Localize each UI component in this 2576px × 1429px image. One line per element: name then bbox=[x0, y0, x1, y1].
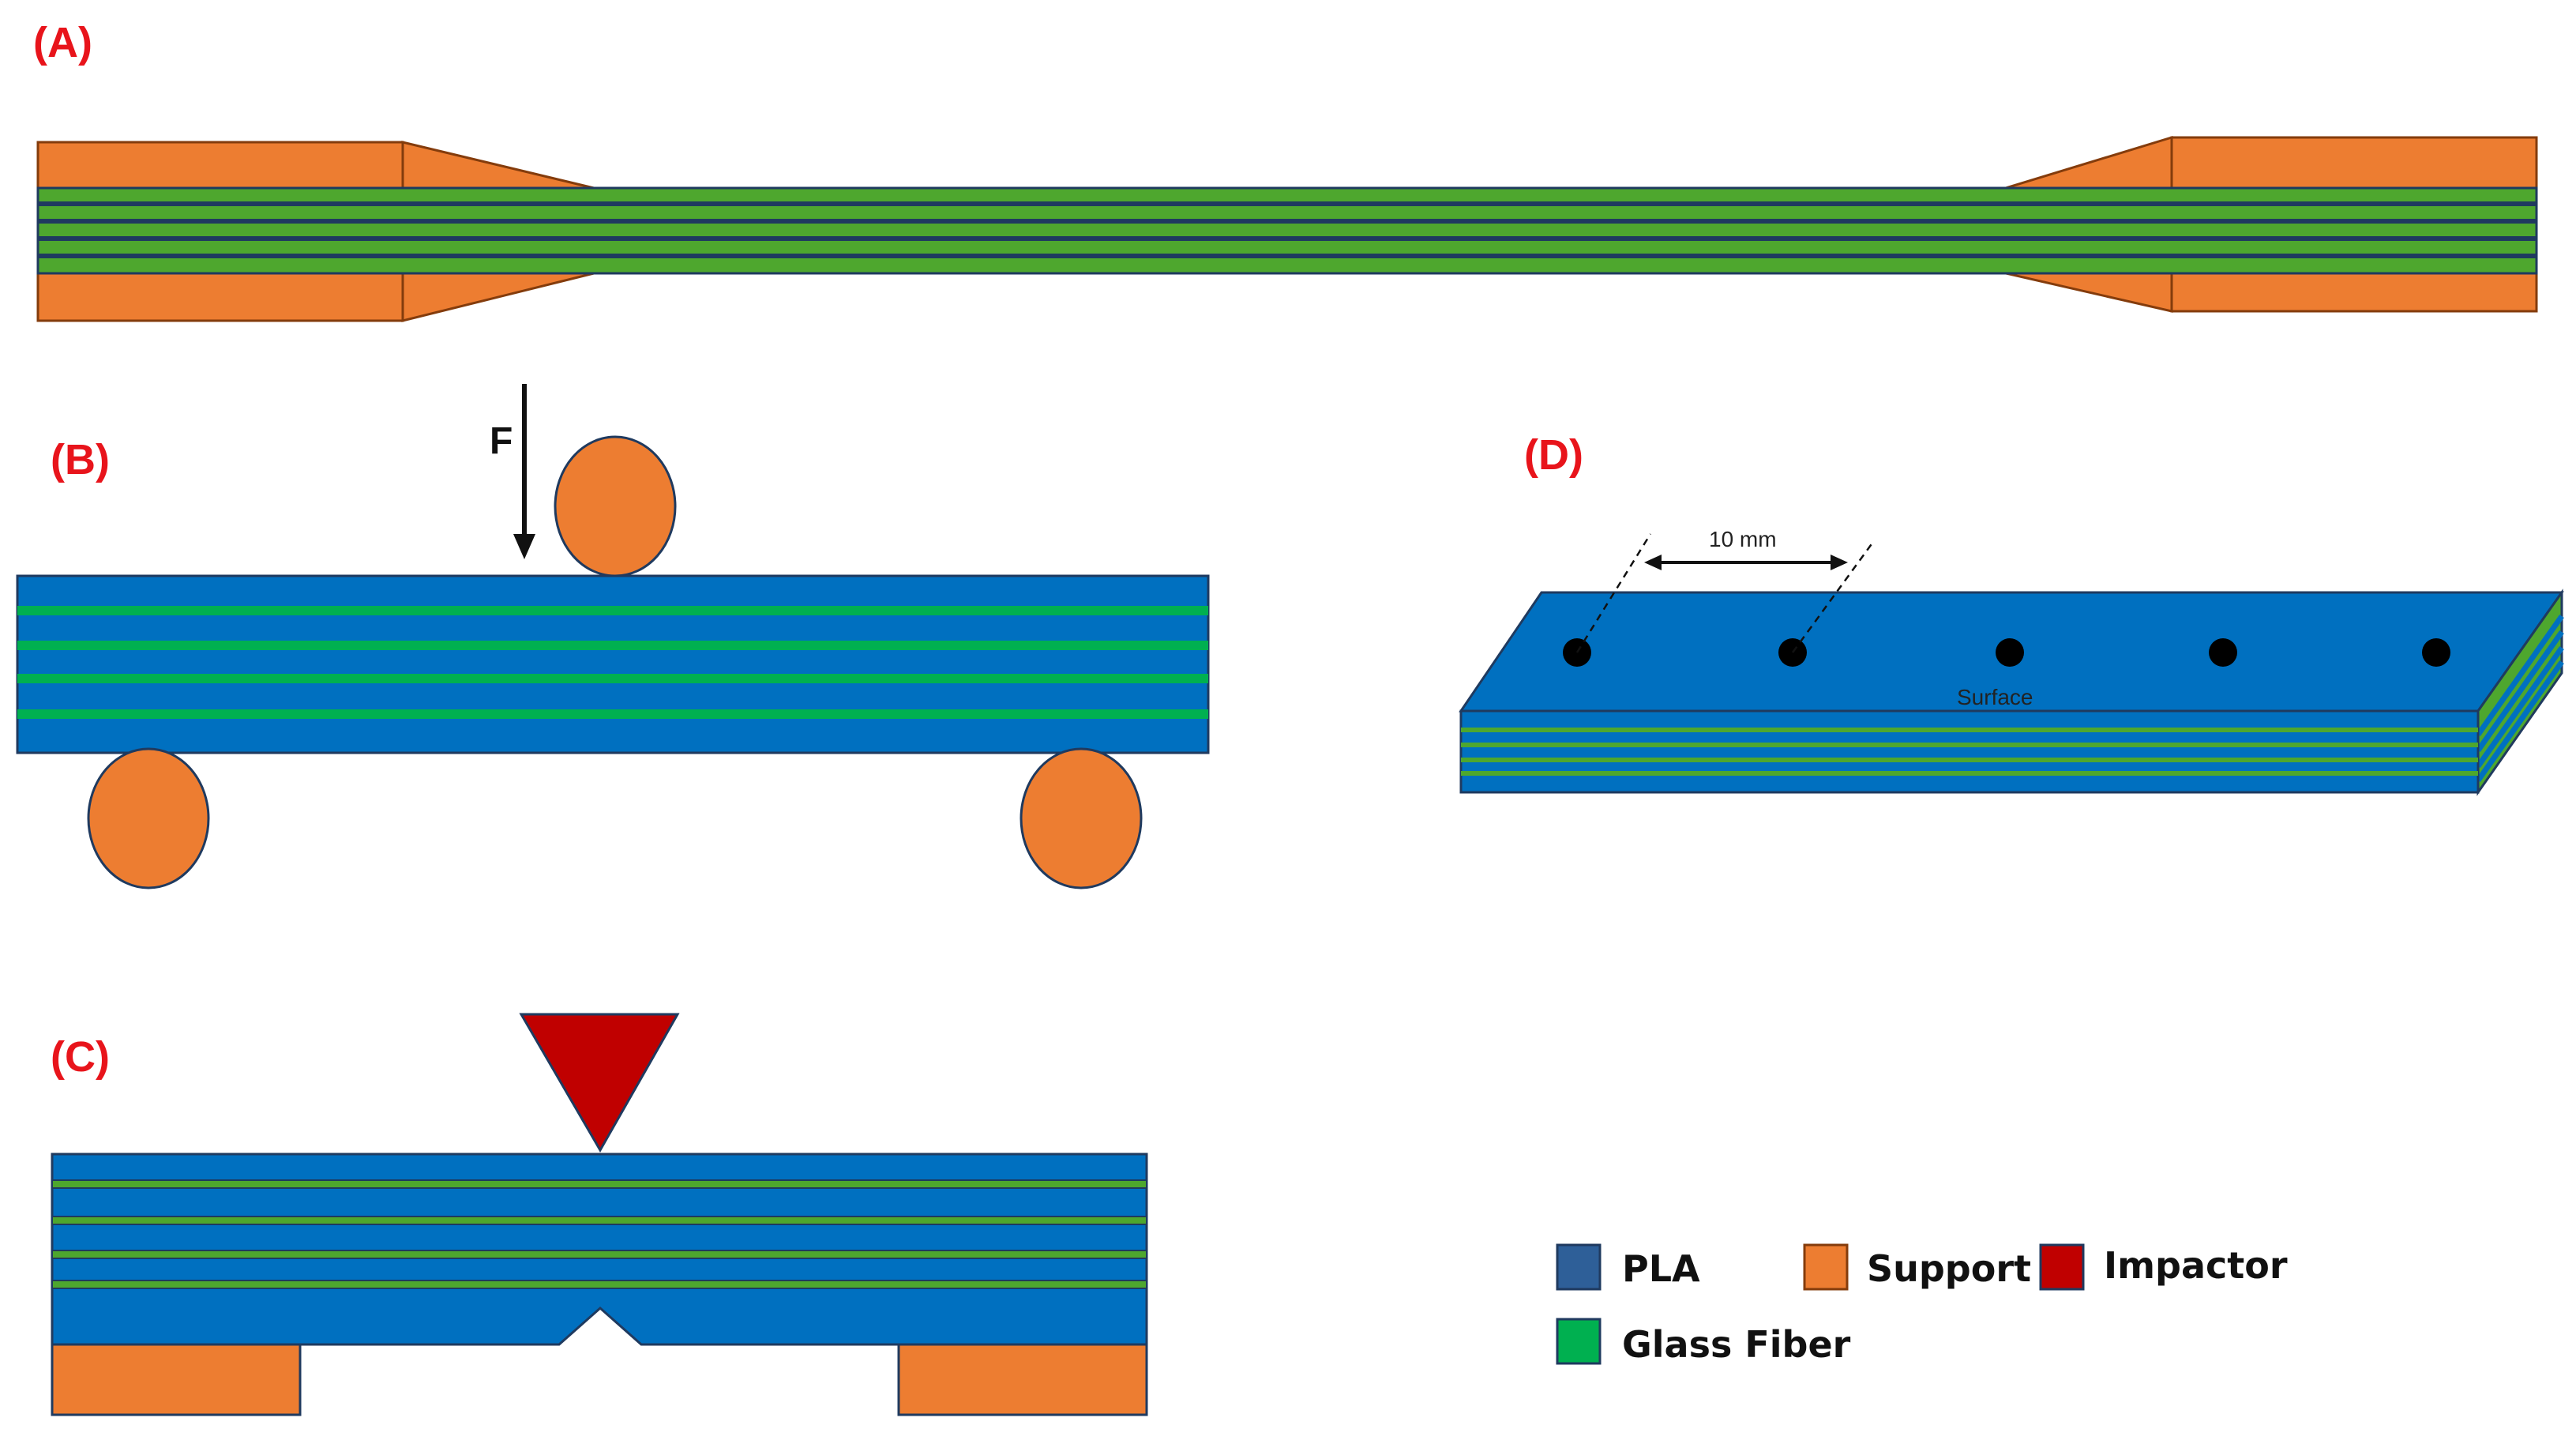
legend-swatch-pla bbox=[1556, 1243, 1602, 1291]
left-lower-taper bbox=[401, 272, 595, 322]
dimension-extension-right bbox=[1791, 541, 1875, 653]
flexural-fiber-layers bbox=[17, 606, 1208, 719]
fiber-layer bbox=[17, 606, 1208, 615]
left-upper-taper bbox=[401, 141, 595, 190]
force-arrow-head bbox=[513, 534, 535, 559]
impact-fiber-layers bbox=[51, 1179, 1147, 1289]
plate-front-fiber-layers bbox=[1461, 728, 2478, 776]
right-lower-grip-tab bbox=[2170, 272, 2538, 313]
legend-item-glass-fiber: Glass Fiber bbox=[1556, 1318, 1851, 1366]
panel-d: (D) 10 bbox=[1459, 431, 2564, 796]
panel-d-label: (D) bbox=[1524, 431, 1583, 479]
legend-label-impactor: Impactor bbox=[2104, 1244, 2288, 1287]
fiber-layer bbox=[51, 1216, 1147, 1225]
fiber-layer bbox=[17, 641, 1208, 650]
force-label: F bbox=[490, 420, 513, 462]
panel-b-label: (B) bbox=[51, 436, 110, 483]
panel-c: (C) bbox=[51, 1013, 1148, 1416]
panel-a-label: (A) bbox=[33, 19, 92, 66]
panel-c-label: (C) bbox=[51, 1033, 110, 1081]
legend-swatch-glass-fiber bbox=[1556, 1318, 1602, 1365]
right-upper-taper bbox=[2005, 135, 2173, 190]
fiber-layer bbox=[1461, 758, 2478, 762]
right-anvil-support bbox=[897, 1343, 1148, 1416]
surface-label: Surface bbox=[1957, 685, 2033, 709]
fiber-layer bbox=[51, 1250, 1147, 1259]
plate-front-face bbox=[1459, 709, 2480, 794]
measurement-points bbox=[1563, 638, 2450, 667]
legend-label-glass-fiber: Glass Fiber bbox=[1622, 1323, 1851, 1366]
loading-roller bbox=[554, 435, 677, 577]
panel-b: (B) F bbox=[16, 384, 1210, 889]
left-anvil-support bbox=[51, 1343, 302, 1416]
legend-item-impactor: Impactor bbox=[2039, 1243, 2288, 1291]
impactor bbox=[519, 1013, 680, 1153]
legend-label-pla: PLA bbox=[1622, 1247, 1700, 1290]
legend: PLA Support Impactor Glass Fiber bbox=[1556, 1243, 2288, 1366]
right-support-roller bbox=[1020, 747, 1143, 889]
legend-item-support: Support bbox=[1803, 1243, 2031, 1291]
dimension-arrow-right bbox=[1831, 555, 1848, 570]
dimension-arrow-left bbox=[1644, 555, 1662, 570]
tensile-specimen-body bbox=[36, 186, 2538, 275]
panel-a: (A) bbox=[33, 19, 2538, 322]
fiber-layer bbox=[51, 1179, 1147, 1189]
measurement-point bbox=[1996, 638, 2024, 667]
dimension-extension-left bbox=[1575, 533, 1652, 653]
flexural-beam bbox=[16, 574, 1210, 754]
right-lower-taper bbox=[2005, 272, 2173, 313]
fiber-layer bbox=[17, 709, 1208, 719]
tensile-layer-lines bbox=[38, 201, 2537, 258]
measurement-point bbox=[2422, 638, 2450, 667]
fiber-layer bbox=[51, 1280, 1147, 1289]
measurement-point bbox=[2209, 638, 2237, 667]
right-upper-grip-tab bbox=[2170, 136, 2538, 190]
left-lower-grip-tab bbox=[36, 272, 404, 322]
left-support-roller bbox=[87, 747, 210, 889]
dimension-label: 10 mm bbox=[1709, 527, 1777, 551]
fiber-layer bbox=[1461, 771, 2478, 776]
legend-item-pla: PLA bbox=[1556, 1243, 1700, 1291]
legend-swatch-support bbox=[1803, 1243, 1849, 1291]
left-upper-grip-tab bbox=[36, 141, 404, 190]
fiber-layer bbox=[17, 674, 1208, 683]
fiber-layer bbox=[1461, 743, 2478, 747]
legend-swatch-impactor bbox=[2039, 1243, 2085, 1291]
plate-side-layer-lines bbox=[2476, 614, 2564, 783]
legend-label-support: Support bbox=[1867, 1247, 2031, 1290]
fiber-layer bbox=[1461, 728, 2478, 732]
